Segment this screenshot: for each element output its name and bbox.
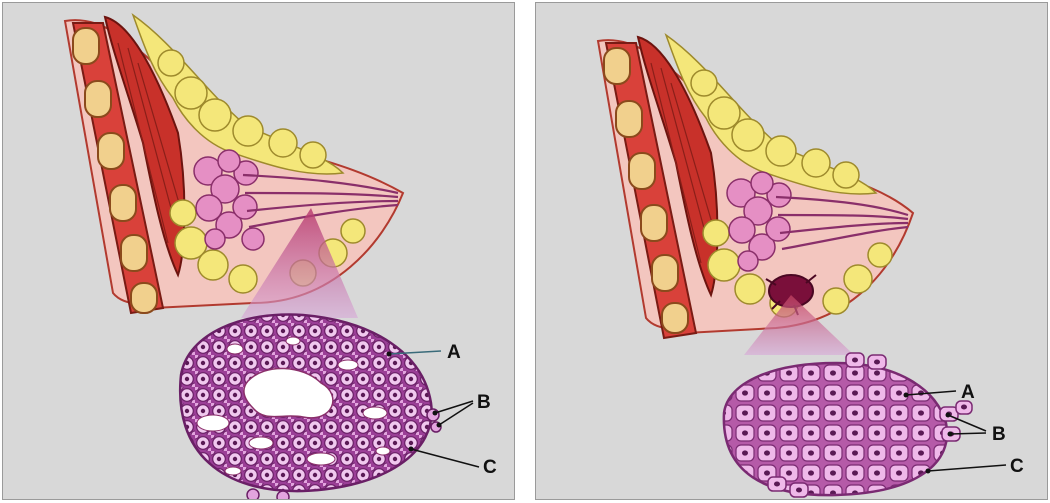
callout-c-label: C xyxy=(1010,456,1024,477)
magnified-tumor-cluster xyxy=(724,353,972,497)
callout-a-label: A xyxy=(961,382,975,403)
tumor-breast-illustration: A B C xyxy=(536,3,1048,500)
normal-tissue-panel: A B C xyxy=(2,2,515,500)
callout-b-label: B xyxy=(477,392,491,413)
callout-b-label: B xyxy=(992,424,1006,445)
callout-a-label: A xyxy=(447,342,461,363)
callout-b: B xyxy=(433,392,491,428)
magnified-normal-duct xyxy=(180,315,441,500)
callout-c: C xyxy=(409,447,498,479)
tumor-tissue-panel: A B C xyxy=(535,2,1048,500)
normal-breast-illustration: A B C xyxy=(3,3,515,500)
callout-c-label: C xyxy=(483,457,497,478)
